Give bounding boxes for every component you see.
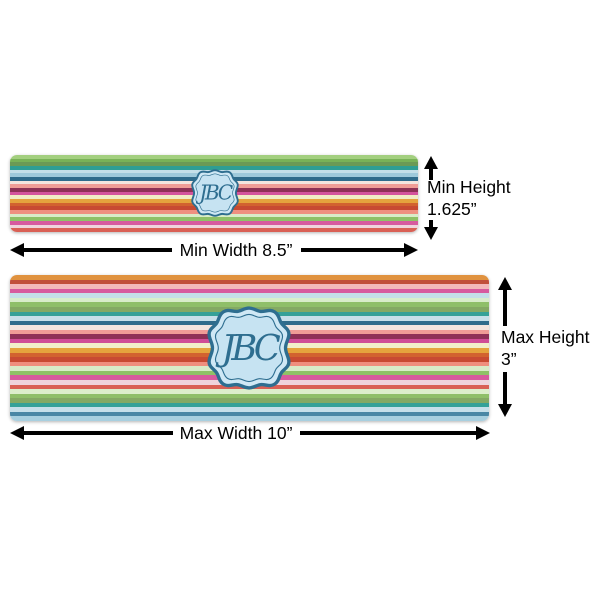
stripe bbox=[10, 166, 418, 170]
stripe bbox=[10, 275, 489, 280]
stripe bbox=[10, 162, 418, 167]
arrow-line bbox=[503, 288, 507, 326]
stripe bbox=[10, 302, 489, 307]
stripe bbox=[10, 393, 489, 399]
arrowhead-left-icon bbox=[10, 426, 24, 440]
max-height-label: Max Height 3” bbox=[501, 326, 590, 370]
monogram-badge-max: JBC bbox=[207, 304, 291, 392]
max-width-label: Max Width 10” bbox=[179, 423, 293, 443]
monogram-text: JBC bbox=[215, 328, 280, 369]
stripe bbox=[10, 221, 418, 225]
min-height-label-line1: Min Height bbox=[427, 177, 511, 197]
min-height-label-line2: 1.625” bbox=[427, 199, 477, 219]
stripe bbox=[10, 293, 489, 298]
arrowhead-up-icon bbox=[424, 156, 438, 169]
arrowhead-right-icon bbox=[476, 426, 490, 440]
arrowhead-left-icon bbox=[10, 243, 24, 257]
arrow-line bbox=[22, 248, 172, 252]
stripe bbox=[10, 288, 489, 294]
max-height-label-line1: Max Height bbox=[501, 327, 590, 347]
stripe bbox=[10, 411, 489, 417]
stripe bbox=[10, 402, 489, 408]
monogram-badge-min: JBC bbox=[191, 167, 239, 219]
monogram-text: JBC bbox=[195, 181, 233, 205]
arrowhead-down-icon bbox=[424, 227, 438, 240]
arrow-line bbox=[300, 431, 476, 435]
arrow-line bbox=[22, 431, 173, 435]
monogram-badge-icon: JBC bbox=[191, 169, 239, 217]
min-width-label: Min Width 8.5” bbox=[179, 240, 293, 260]
stripe bbox=[10, 158, 418, 163]
stripe bbox=[10, 224, 418, 229]
stripe bbox=[10, 217, 418, 222]
stripe bbox=[10, 416, 489, 421]
stripe bbox=[10, 407, 489, 412]
arrow-line bbox=[503, 372, 507, 406]
stripe bbox=[10, 228, 418, 232]
arrow-line bbox=[429, 220, 433, 230]
stripe bbox=[10, 155, 418, 159]
stripe bbox=[10, 284, 489, 289]
arrow-line bbox=[429, 168, 433, 180]
stripe bbox=[10, 297, 489, 303]
stripe bbox=[10, 398, 489, 403]
arrowhead-down-icon bbox=[498, 404, 512, 417]
monogram-badge-icon: JBC bbox=[207, 306, 291, 390]
max-height-label-line2: 3” bbox=[501, 349, 517, 369]
arrow-line bbox=[301, 248, 404, 252]
stripe bbox=[10, 389, 489, 394]
stripe bbox=[10, 279, 489, 285]
min-height-label: Min Height 1.625” bbox=[427, 176, 511, 220]
arrowhead-right-icon bbox=[404, 243, 418, 257]
arrowhead-up-icon bbox=[498, 277, 512, 290]
